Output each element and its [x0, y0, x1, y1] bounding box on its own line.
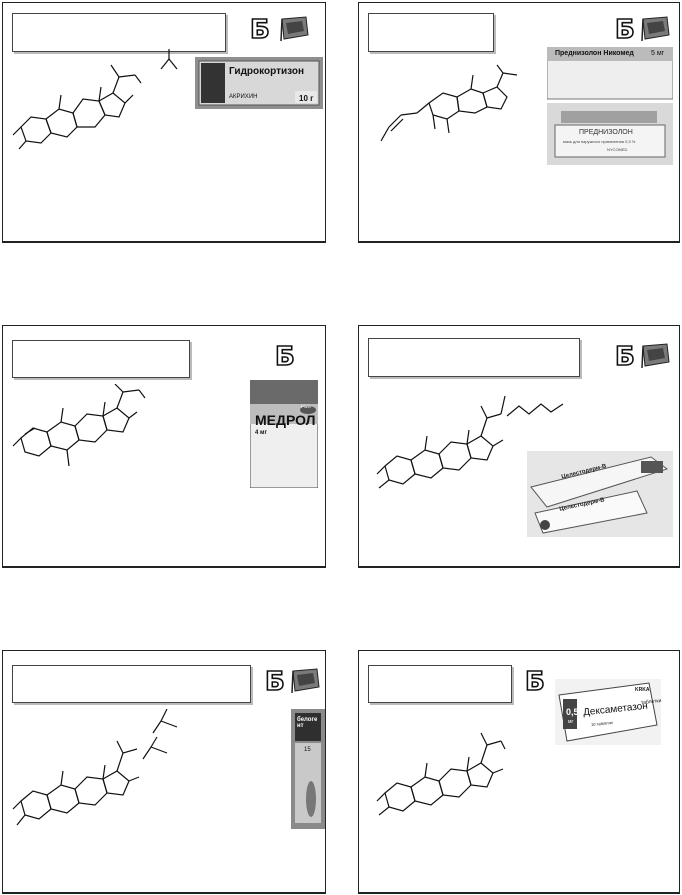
slide-title-box [368, 665, 512, 703]
slide-1: Б Гидрокортизон АКРИХИН 10 г [2, 2, 326, 243]
slide-title-box [12, 340, 190, 378]
b-logo-icon: Б [614, 342, 635, 372]
product-photo-hydrocortisone [195, 57, 323, 109]
slide-5: Б белогент 15 [2, 650, 326, 894]
product-name: Гидрокортизон [229, 66, 305, 77]
slide-6: Б 0,5 мг Дексаметазон таблетки 10 таблет… [358, 650, 680, 894]
flag-icon [641, 343, 670, 368]
product-brand: Pfizer [301, 404, 312, 409]
product-photo-dexamethasone [555, 679, 661, 745]
product-maker: KRKA [635, 687, 650, 693]
product-photo-medrol [250, 380, 318, 488]
product-amount: 10 г [299, 94, 314, 103]
slide-title-box [368, 338, 580, 377]
product-photo-prednisolone [547, 47, 673, 165]
flag-icon [280, 16, 309, 41]
product-unit: мг [568, 719, 574, 725]
steroid-structure [12, 709, 178, 826]
steroid-structure [12, 49, 178, 150]
product-count: 15 [304, 747, 311, 753]
slide-title-box [12, 13, 226, 52]
steroid-structure [376, 395, 564, 489]
slide-title-box [368, 13, 494, 52]
slide-2: Б Преднизолон Никомед 5 мг ПРЕДНИЗОЛОН м… [358, 2, 680, 243]
steroid-structure [380, 64, 518, 142]
slide-3: Б МЕДРОЛ 4 мг Pfizer [2, 325, 326, 568]
slide-title-box [12, 665, 251, 703]
b-logo-icon: Б [524, 667, 545, 697]
product-maker: АКРИХИН [229, 94, 258, 100]
product-photo-celestoderm [527, 451, 673, 537]
slide-4: Б Целестодерм-В Целестодерм-В [358, 325, 680, 568]
product-dose: 4 мг [255, 430, 267, 436]
flag-icon [291, 668, 320, 693]
product-photo-belogent [291, 709, 325, 829]
product-dose: 5 мг [651, 50, 665, 57]
b-logo-icon: Б [249, 15, 270, 45]
product-name: белогент [297, 717, 318, 729]
b-logo-icon: Б [274, 342, 295, 372]
flag-icon [641, 16, 670, 41]
steroid-structure [12, 384, 146, 467]
product-name: МЕДРОЛ [255, 412, 316, 428]
tube-label: ПРЕДНИЗОЛОН [579, 129, 633, 136]
product-dose: 0,5 [566, 707, 579, 717]
product-maker: NYCOMED [607, 147, 628, 152]
b-logo-icon: Б [614, 15, 635, 45]
product-name: Преднизолон Никомед [555, 50, 634, 57]
b-logo-icon: Б [264, 667, 285, 697]
steroid-structure [376, 732, 506, 816]
tube-sub: мазь для наружного применения 0,5 % [563, 139, 636, 144]
